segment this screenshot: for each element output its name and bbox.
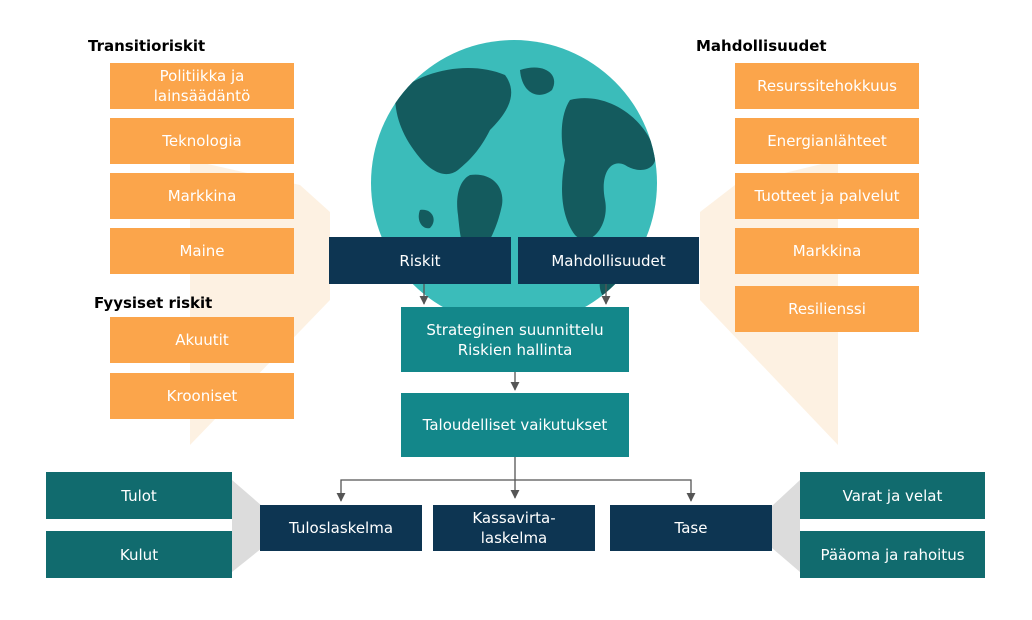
balance-sheet-box: Tase xyxy=(610,505,772,551)
right-gray-wedge xyxy=(772,480,800,572)
balance-item-assets-liabilities: Varat ja velat xyxy=(800,472,985,519)
opportunity-item-products-services: Tuotteet ja palvelut xyxy=(735,173,919,219)
branch-connector xyxy=(340,479,692,500)
income-statement-box: Tuloslaskelma xyxy=(260,505,422,551)
physical-item-chronic: Krooniset xyxy=(110,373,294,419)
opportunity-item-resilience: Resilienssi xyxy=(735,286,919,332)
left-gray-wedge xyxy=(232,480,262,572)
balance-item-capital-financing: Pääoma ja rahoitus xyxy=(800,531,985,578)
physical-risks-title: Fyysiset riskit xyxy=(94,294,213,312)
strategy-box: Strateginen suunnittelu Riskien hallinta xyxy=(401,307,629,372)
income-item-revenue: Tulot xyxy=(46,472,232,519)
transition-risks-title: Transitioriskit xyxy=(88,37,206,55)
physical-item-acute: Akuutit xyxy=(110,317,294,363)
transition-item-market: Markkina xyxy=(110,173,294,219)
transition-item-reputation: Maine xyxy=(110,228,294,274)
cash-flow-box: Kassavirta- laskelma xyxy=(433,505,595,551)
opportunities-box: Mahdollisuudet xyxy=(518,237,699,284)
transition-item-policy: Politiikka ja lainsäädäntö xyxy=(110,63,294,109)
opportunities-title: Mahdollisuudet xyxy=(696,37,827,55)
transition-item-technology: Teknologia xyxy=(110,118,294,164)
financial-impacts-box: Taloudelliset vaikutukset xyxy=(401,393,629,457)
opportunity-item-resource-efficiency: Resurssitehokkuus xyxy=(735,63,919,109)
opportunity-item-market: Markkina xyxy=(735,228,919,274)
opportunity-item-energy-sources: Energianlähteet xyxy=(735,118,919,164)
income-item-costs: Kulut xyxy=(46,531,232,578)
risks-box: Riskit xyxy=(329,237,511,284)
